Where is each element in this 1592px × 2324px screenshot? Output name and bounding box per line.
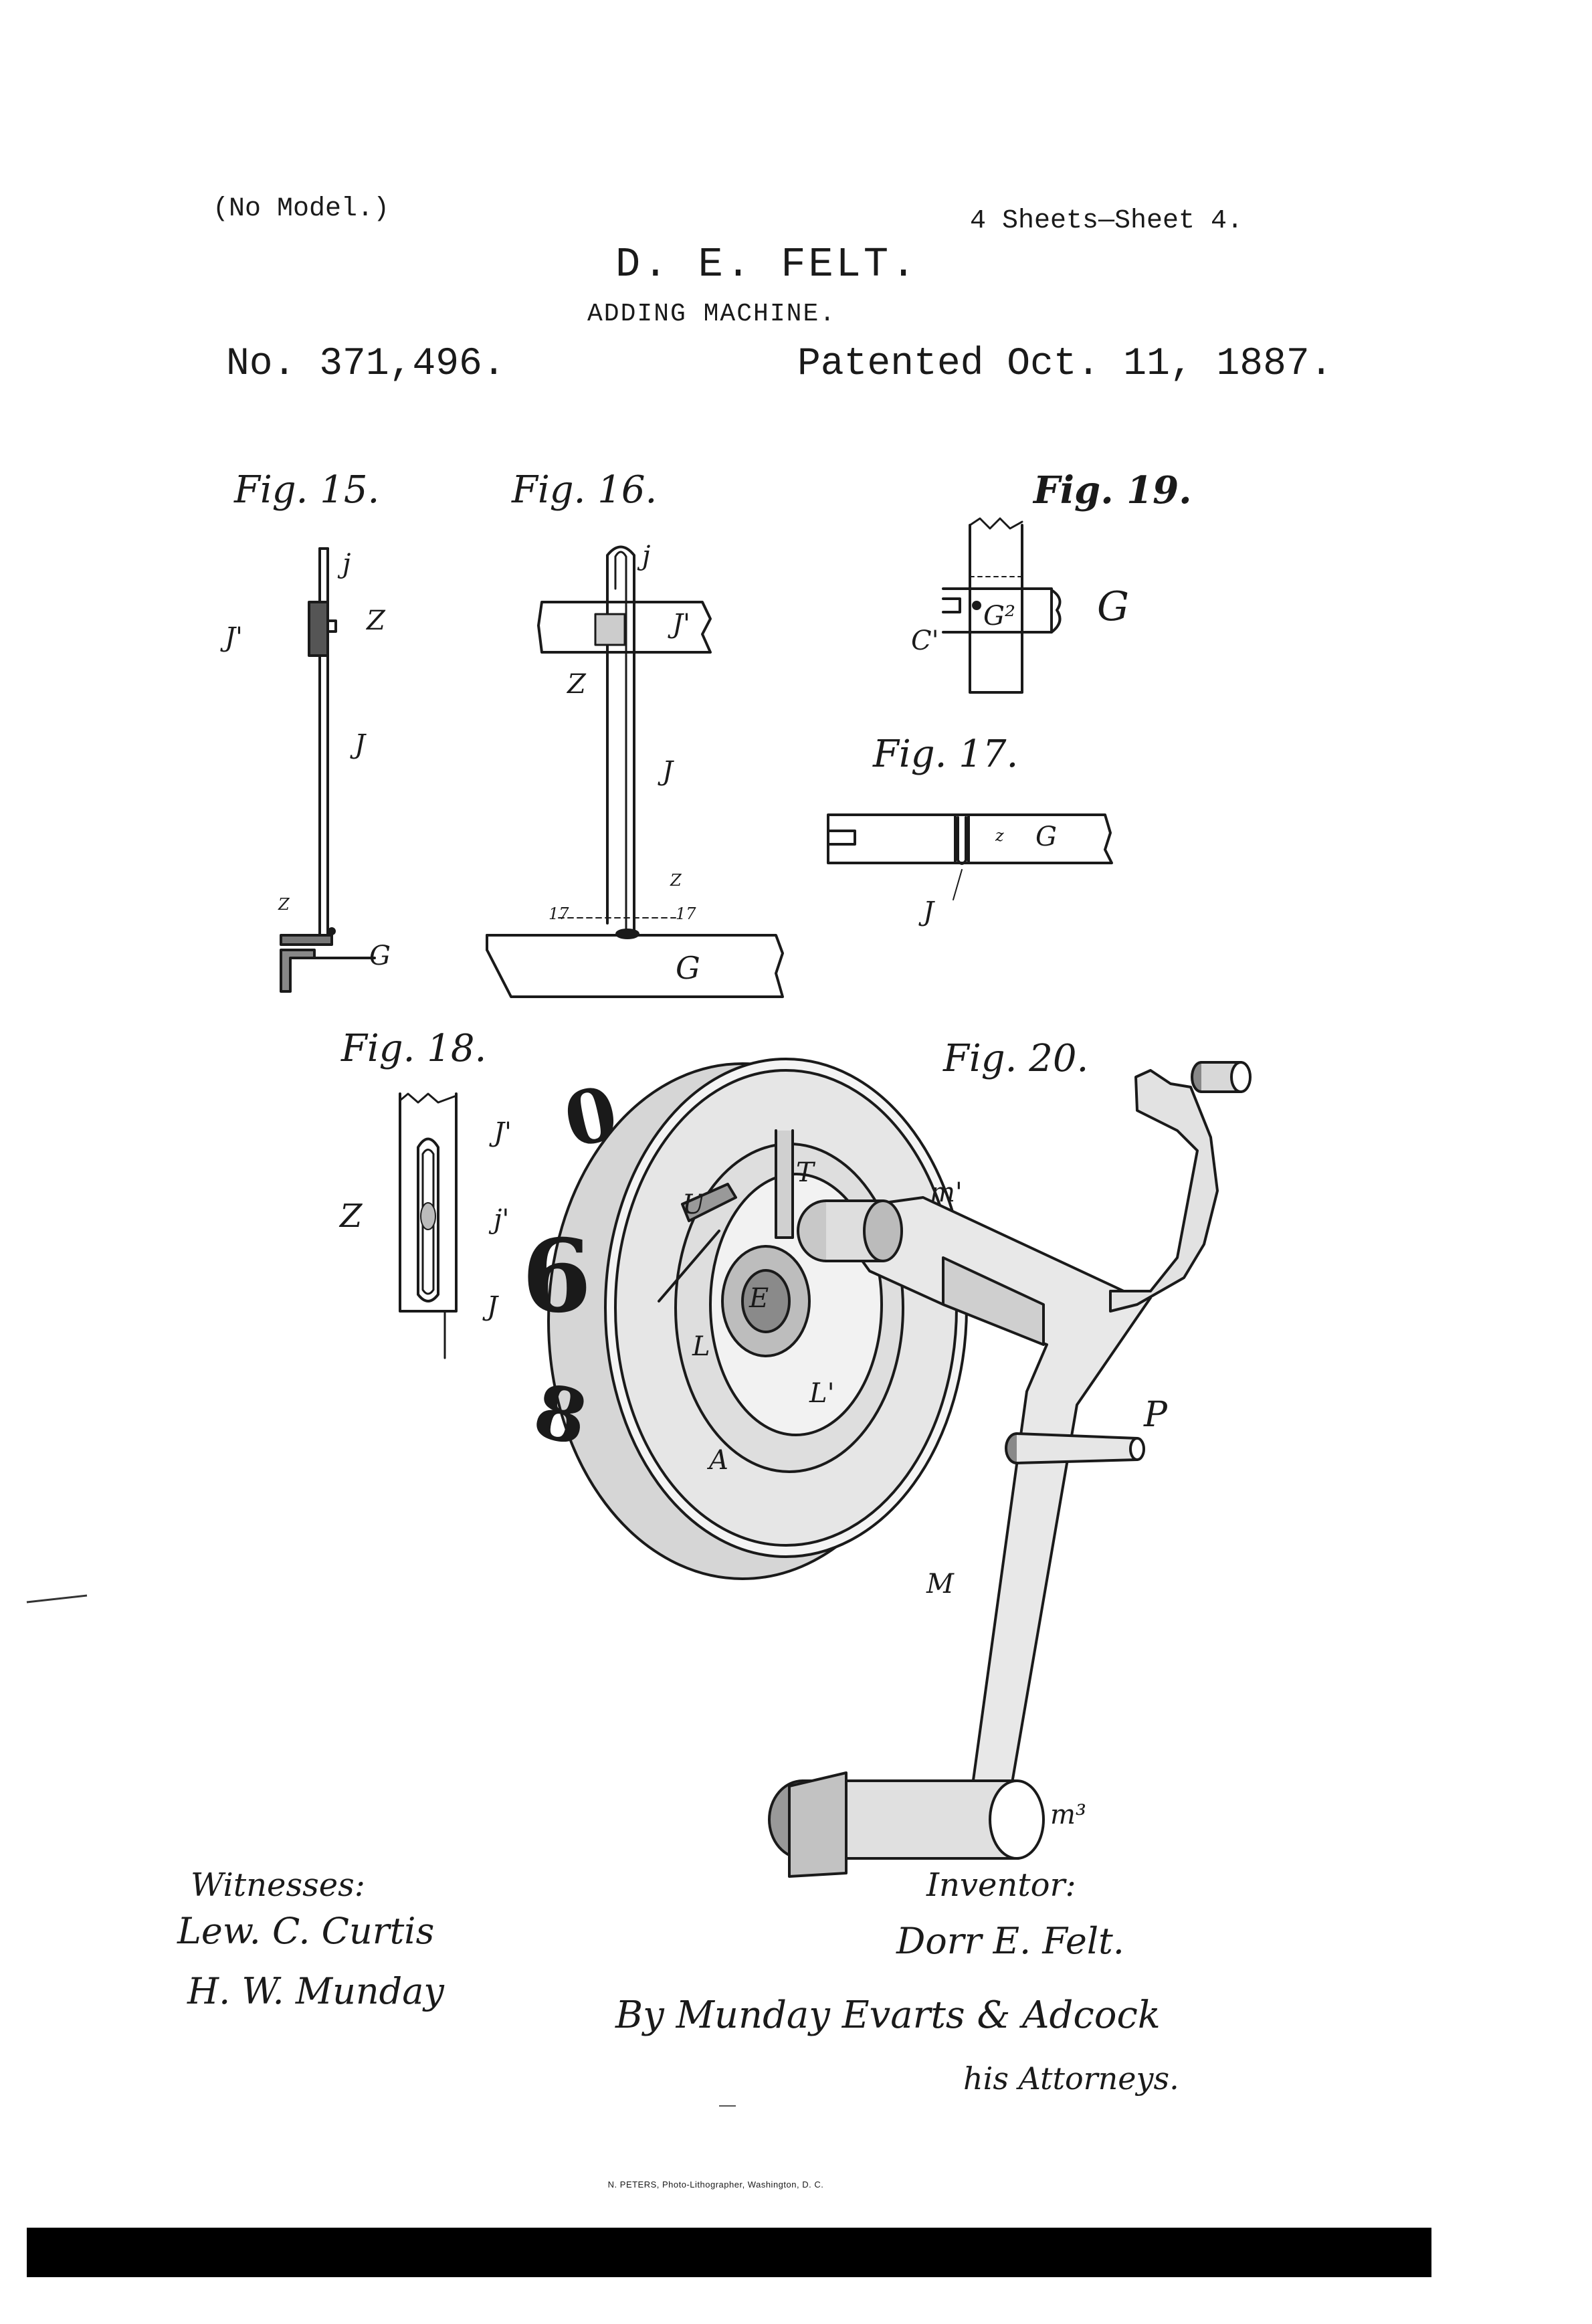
fig20-part-P: P	[1144, 1395, 1167, 1435]
fig20-label: Fig. 20.	[943, 1037, 1089, 1080]
witness-signature-2: H. W. Munday	[187, 1970, 444, 2012]
fig15-part-J-prime: J'	[225, 622, 243, 653]
fig19-label: Fig. 19.	[1033, 468, 1192, 512]
fig18-part-j-prime: j'	[494, 1204, 510, 1235]
fig16-part-G: G	[676, 950, 700, 986]
fig17-part-z: z	[995, 826, 1004, 845]
fig15-drawing	[280, 547, 376, 993]
fig19-drawing	[942, 517, 1062, 694]
fig18-part-Z: Z	[340, 1197, 363, 1235]
fig16-drawing	[486, 545, 784, 998]
inventor-heading: D. E. FELT.	[615, 241, 919, 288]
sheet-number: 4 Sheets—Sheet 4.	[970, 206, 1243, 236]
fig15-label: Fig. 15.	[234, 468, 380, 512]
fig19-part-G: G	[1097, 583, 1129, 630]
fig16-label: Fig. 16.	[512, 468, 658, 512]
patent-number: No. 371,496.	[226, 343, 506, 386]
fig20-crank	[768, 1061, 1252, 1878]
fig18-part-J: J	[487, 1291, 498, 1322]
fig16-part-j: j	[642, 541, 651, 571]
attorneys-label: his Attorneys.	[963, 2060, 1179, 2097]
fig20-part-m3: m³	[1050, 1800, 1086, 1830]
inventor-label: Inventor:	[926, 1866, 1076, 1904]
fig16-part-Z-lower: Z	[670, 871, 682, 890]
fig15-part-j: j	[342, 549, 351, 579]
fig20-part-m-prime: m'	[930, 1177, 963, 1208]
fig16-section-mark-left: 17	[549, 904, 569, 923]
lithographer-credit: N. PETERS, Photo-Lithographer, Washingto…	[607, 2180, 824, 2190]
fig20-part-U: U	[682, 1189, 705, 1220]
invention-title: ADDING MACHINE.	[587, 300, 837, 328]
fig19-part-G2: G²	[983, 601, 1015, 632]
fig16-part-J-prime: J'	[672, 609, 691, 640]
fig20-wheel	[547, 1058, 968, 1580]
fig17-drawing	[827, 813, 1113, 900]
fig20-part-E: E	[749, 1283, 769, 1314]
fig20-part-L-prime: L'	[809, 1378, 835, 1409]
fig18-part-J-prime: J'	[494, 1117, 512, 1148]
witnesses-label: Witnesses:	[191, 1866, 365, 1904]
fig20-part-A: A	[709, 1445, 728, 1476]
fig20-part-T: T	[796, 1157, 814, 1188]
fig17-part-J: J	[923, 896, 934, 927]
fig17-label: Fig. 17.	[873, 733, 1019, 776]
model-note: (No Model.)	[213, 194, 390, 224]
fig17-part-G: G	[1035, 821, 1057, 852]
inventor-signature: Dorr E. Felt.	[896, 1920, 1124, 1962]
fig19-part-C-prime: C'	[911, 625, 939, 656]
witness-signature-1: Lew. C. Curtis	[177, 1910, 435, 1952]
fig15-part-J: J	[355, 729, 366, 760]
scan-bottom-border	[27, 2228, 1431, 2277]
fig15-part-Z-lower: Z	[278, 895, 290, 914]
fig16-section-mark-right: 17	[676, 904, 696, 923]
fig15-part-Z: Z	[367, 605, 385, 636]
fig18-label: Fig. 18.	[341, 1027, 487, 1070]
fig18-drawing	[399, 1092, 458, 1359]
fig15-part-G: G	[369, 941, 391, 971]
fig20-part-M: M	[926, 1569, 954, 1600]
patent-date: Patented Oct. 11, 1887.	[797, 343, 1333, 386]
attorneys-signature: By Munday Evarts & Adcock	[615, 1994, 1161, 2037]
fig16-part-Z: Z	[567, 669, 586, 700]
wheel-digit-6: 6	[522, 1218, 592, 1335]
fig20-part-L: L	[692, 1331, 710, 1362]
fig16-part-J: J	[662, 756, 674, 787]
